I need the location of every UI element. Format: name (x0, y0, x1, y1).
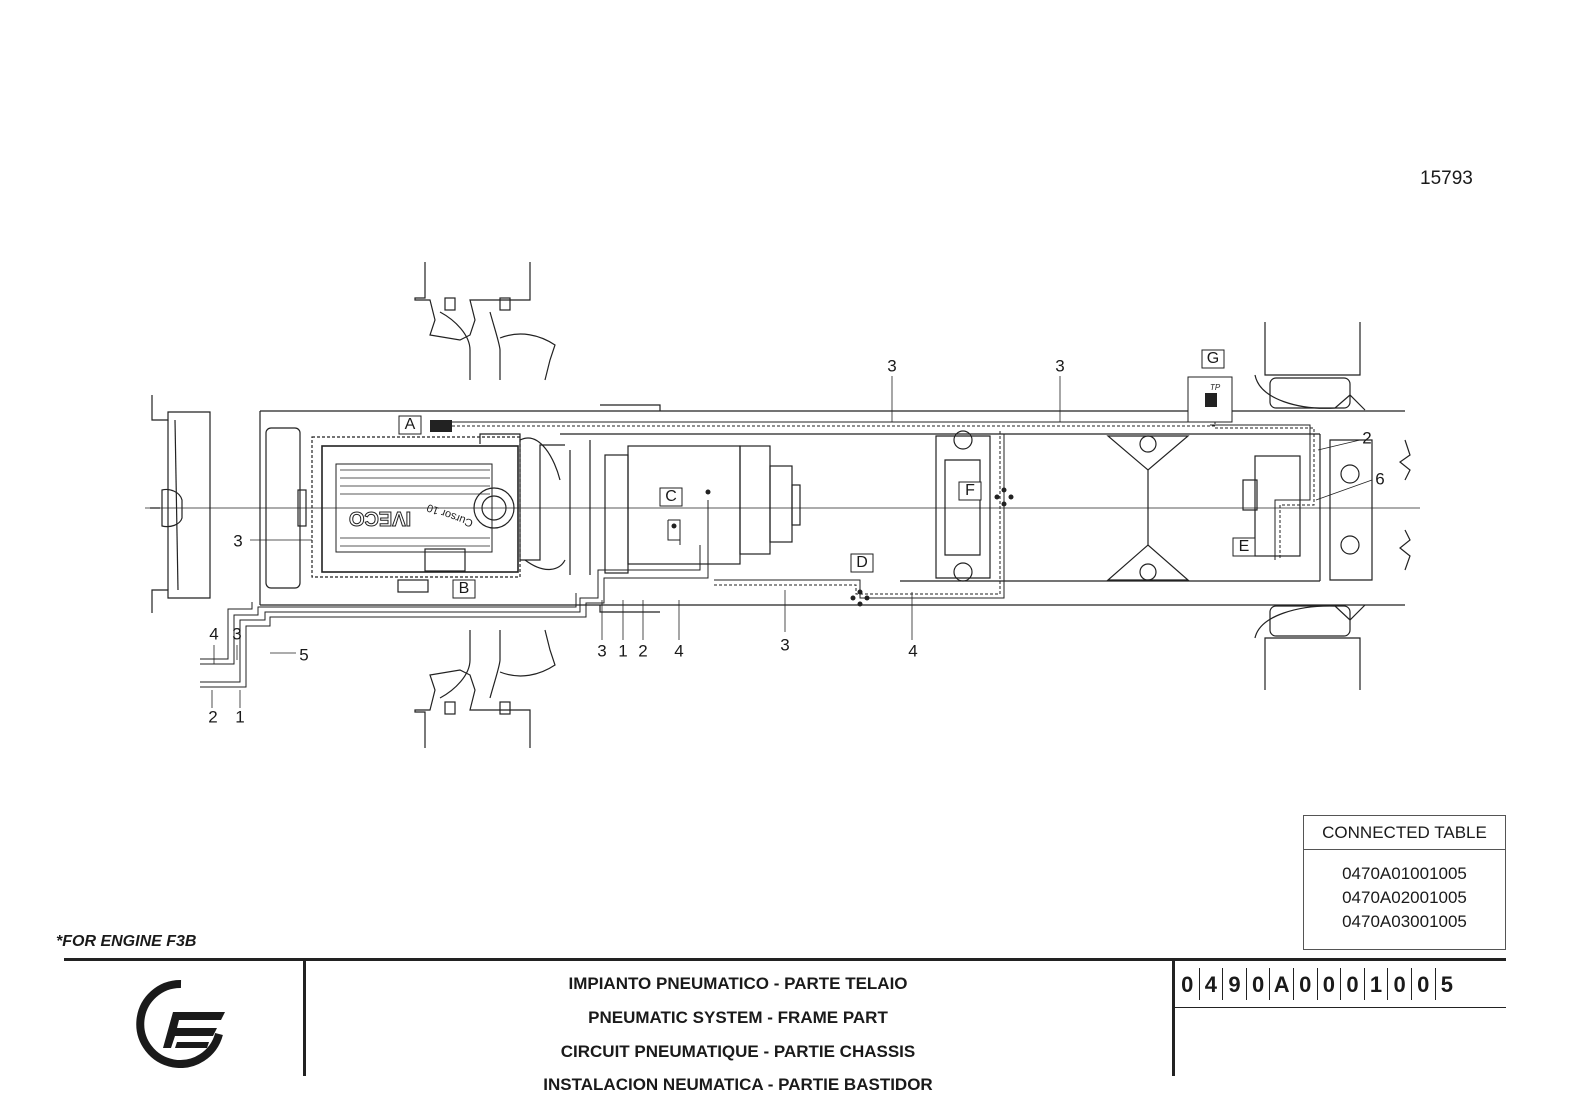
title-italian: IMPIANTO PNEUMATICO - PARTE TELAIO (568, 974, 908, 993)
connected-table: CONNECTED TABLE 0470A01001005 0470A02001… (1303, 815, 1506, 950)
detail-label-e: E (1238, 538, 1250, 555)
pipe-ref-top-3b: 3 (1055, 356, 1065, 376)
gearbox (627, 445, 741, 565)
pipe-ref-bottom-3b: 3 (780, 635, 790, 655)
cross-member-2 (1106, 435, 1190, 471)
front-wheel-top (414, 262, 556, 381)
rear-differential (1254, 455, 1301, 557)
engine-brand-mark: IVECO (349, 507, 411, 529)
pipe-ref-bottom-4: 4 (674, 641, 684, 661)
cross-member-1 (935, 435, 991, 579)
pipe-ref-bottom-1: 1 (618, 641, 628, 661)
detail-label-b: B (458, 580, 470, 597)
pipe-ref-left-3b: 3 (232, 624, 242, 644)
connected-table-header: CONNECTED TABLE (1304, 816, 1505, 850)
engine-block (311, 436, 521, 578)
pipe-ref-bottom-3: 3 (597, 641, 607, 661)
drawing-code-char: 1 (1365, 968, 1389, 1000)
detail-label-a: A (404, 416, 416, 433)
title-english: PNEUMATIC SYSTEM - FRAME PART (588, 1008, 888, 1027)
drawing-code: 0 4 9 0 A 0 0 0 1 0 0 5 (1176, 968, 1458, 1000)
pipe-ref-left-4: 4 (209, 624, 219, 644)
title-block-separator (1172, 960, 1175, 1076)
front-wheel-bottom (414, 629, 556, 748)
engine-note: *FOR ENGINE F3B (56, 933, 197, 950)
cross-member-3 (1329, 439, 1373, 581)
pipe-3 (200, 593, 577, 665)
manufacturer-logo (136, 979, 225, 1068)
drawing-code-char: 0 (1318, 968, 1342, 1000)
flywheel (473, 487, 515, 529)
title-block-separator (1174, 1007, 1506, 1008)
drawing-code-char: 0 (1341, 968, 1365, 1000)
pipe-ref-bottom-4b: 4 (908, 641, 918, 661)
document-number: 15793 (1420, 168, 1473, 189)
pipe-ref-top-3a: 3 (887, 356, 897, 376)
rear-wheel-bottom (1254, 604, 1366, 690)
connected-table-code: 0470A03001005 (1342, 912, 1467, 931)
rear-wheel-top (1254, 322, 1366, 411)
drawing-code-char: 0 (1176, 968, 1200, 1000)
svg-text:TP: TP (1210, 383, 1221, 392)
pipe-ref-left-3: 3 (233, 531, 243, 551)
drawing-code-char: 5 (1440, 972, 1453, 997)
pipe-ref-left-2: 2 (208, 707, 218, 727)
pipe-1 (200, 545, 701, 683)
title-spanish: INSTALACION NEUMATICA - PARTIE BASTIDOR (543, 1075, 933, 1094)
detail-label-c: C (665, 488, 677, 505)
pipe-ref-right-6: 6 (1375, 469, 1385, 489)
connected-table-code: 0470A02001005 (1342, 888, 1467, 907)
drawing-code-char: 0 (1294, 968, 1318, 1000)
svg-text:Cursor 10: Cursor 10 (425, 501, 474, 529)
title-french: CIRCUIT PNEUMATIQUE - PARTIE CHASSIS (560, 1042, 916, 1061)
pipe-ref-bottom-2: 2 (638, 641, 648, 661)
detail-label-g: G (1206, 350, 1220, 367)
pipe-2 (200, 500, 709, 688)
pipe-ref-left-1: 1 (235, 707, 245, 727)
title-block-divider (64, 958, 1506, 961)
pipe-main-upper (450, 400, 1311, 560)
drawing-code-char: 9 (1223, 968, 1247, 1000)
drawing-code-char: A (1270, 968, 1294, 1000)
front-bumper (151, 395, 211, 613)
detail-label-d: D (856, 554, 868, 571)
drawing-code-char: 0 (1412, 968, 1436, 1000)
pipe-to-D (714, 433, 1310, 599)
connected-table-code: 0470A01001005 (1342, 864, 1467, 883)
title-block-separator (303, 960, 306, 1076)
drawing-code-char: 0 (1247, 968, 1271, 1000)
drawing-code-char: 4 (1200, 968, 1224, 1000)
pipe-ref-right-2: 2 (1362, 428, 1372, 448)
drawing-code-char: 0 (1388, 968, 1412, 1000)
detail-label-f: F (965, 482, 975, 499)
pipe-4 (200, 602, 253, 660)
pipe-ref-left-5: 5 (299, 645, 309, 665)
